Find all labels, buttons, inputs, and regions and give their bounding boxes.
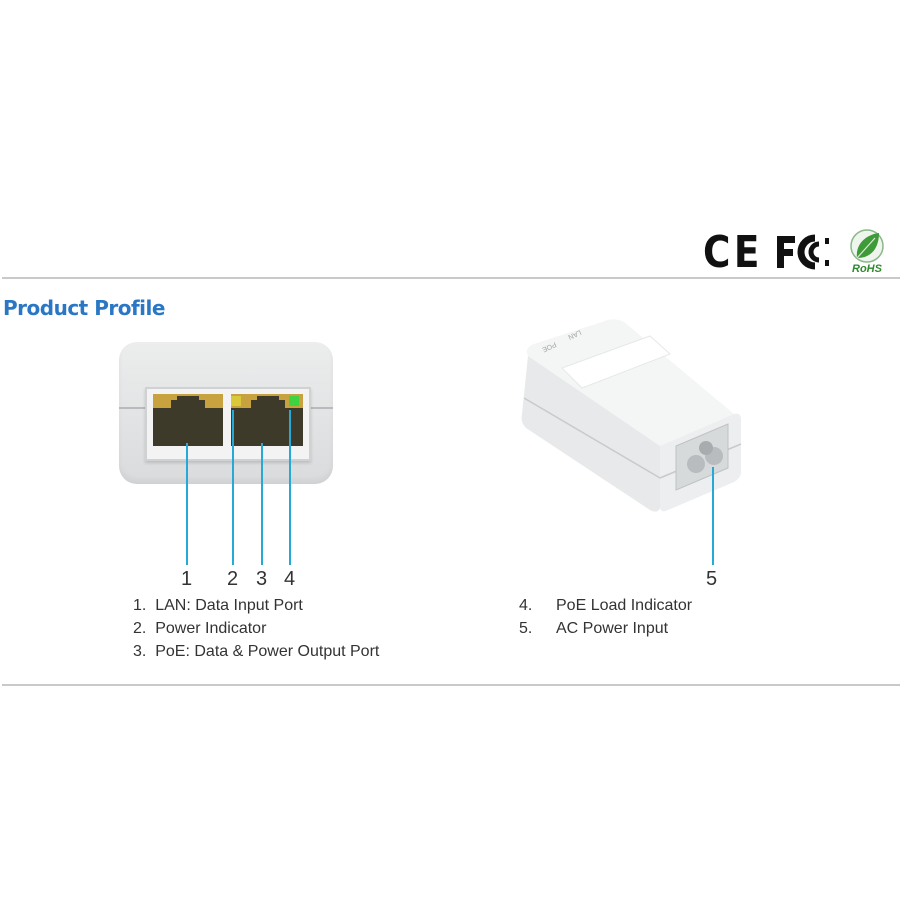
legend-right: 4.PoE Load Indicator 5.AC Power Input: [519, 594, 692, 640]
fcc-mark-icon: [775, 232, 831, 272]
top-divider: [2, 277, 900, 279]
power-indicator-led: [231, 396, 241, 406]
legend-item-5: 5.AC Power Input: [519, 620, 669, 637]
poe-port: [231, 394, 303, 446]
legend-item-4: 4.PoE Load Indicator: [519, 597, 693, 614]
legend-item-1: 1. LAN: Data Input Port: [133, 597, 303, 614]
callout-number-5: 5: [706, 568, 718, 590]
callout-line-5: [712, 467, 714, 565]
callout-line-2: [232, 410, 234, 565]
ce-mark-icon: CE: [703, 226, 763, 278]
lan-port: [153, 394, 223, 446]
callout-line-4: [289, 410, 291, 565]
callout-number-2: 2: [227, 568, 239, 590]
legend-item-3: 3. PoE: Data & Power Output Port: [133, 643, 380, 660]
port-panel: [145, 387, 311, 461]
callout-number-3: 3: [256, 568, 268, 590]
section-title: Product Profile: [3, 296, 165, 320]
callout-line-1: [186, 443, 188, 565]
rohs-leaf-icon: RoHS: [847, 228, 887, 279]
poe-load-indicator-led: [289, 396, 299, 406]
callout-number-1: 1: [181, 568, 193, 590]
legend-left: 1. LAN: Data Input Port 2. Power Indicat…: [133, 594, 379, 663]
callout-line-3: [261, 443, 263, 565]
svg-text:RoHS: RoHS: [852, 263, 883, 274]
bottom-divider: [2, 684, 900, 686]
device-angled-view: POE LAN: [520, 318, 745, 523]
legend-item-2: 2. Power Indicator: [133, 620, 267, 637]
callout-number-4: 4: [284, 568, 296, 590]
